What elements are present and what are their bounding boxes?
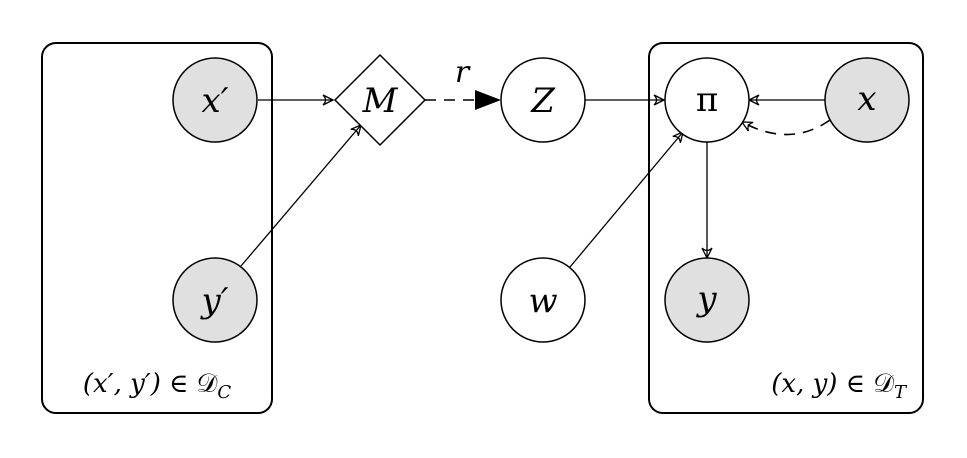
node-y-prime: y′ (172, 257, 258, 343)
node-y-label: y (695, 279, 717, 319)
node-x-shape (824, 57, 910, 143)
node-y-prime-label: y′ (200, 281, 229, 321)
node-y-shape (664, 257, 750, 343)
node-pi-label: π (696, 80, 718, 120)
node-z-label: Z (530, 81, 556, 121)
context-plate-label-set: 𝒟 (197, 369, 218, 399)
context-plate-label-prefix: (x′, y′) ∈ (83, 369, 197, 399)
node-x: x (824, 57, 910, 143)
target-plate-label-prefix: (x, y) ∈ (771, 369, 873, 399)
node-x-prime-shape (172, 57, 258, 143)
edge-w-to-pi (569, 132, 683, 268)
node-x-label: x (857, 79, 876, 119)
node-m: M (333, 53, 427, 147)
context-plate-label-sub: C (217, 382, 231, 403)
node-w: w (500, 257, 586, 343)
node-pi-shape (664, 57, 750, 143)
node-y-prime-shape (172, 257, 258, 343)
node-pi: π (664, 57, 750, 143)
node-m-shape (333, 53, 427, 147)
node-m-label: M (362, 81, 399, 121)
node-z: Z (500, 57, 586, 143)
target-plate-label: (x, y) ∈ 𝒟T (771, 369, 908, 403)
node-x-prime-label: x′ (202, 81, 229, 121)
context-plate-label: (x′, y′) ∈ 𝒟C (83, 369, 232, 403)
edge-x-to-pi-dashed (742, 119, 831, 136)
edge-r-label: r (455, 55, 471, 90)
node-x-prime: x′ (172, 57, 258, 143)
target-plate-label-set: 𝒟 (873, 369, 894, 399)
target-plate-label-sub: T (894, 382, 908, 403)
context-plate (41, 42, 273, 414)
node-y: y (664, 257, 750, 343)
edge-yprime-to-m (240, 125, 361, 267)
target-plate (648, 42, 924, 414)
node-z-shape (500, 57, 586, 143)
node-w-label: w (528, 281, 557, 321)
node-w-shape (500, 257, 586, 343)
